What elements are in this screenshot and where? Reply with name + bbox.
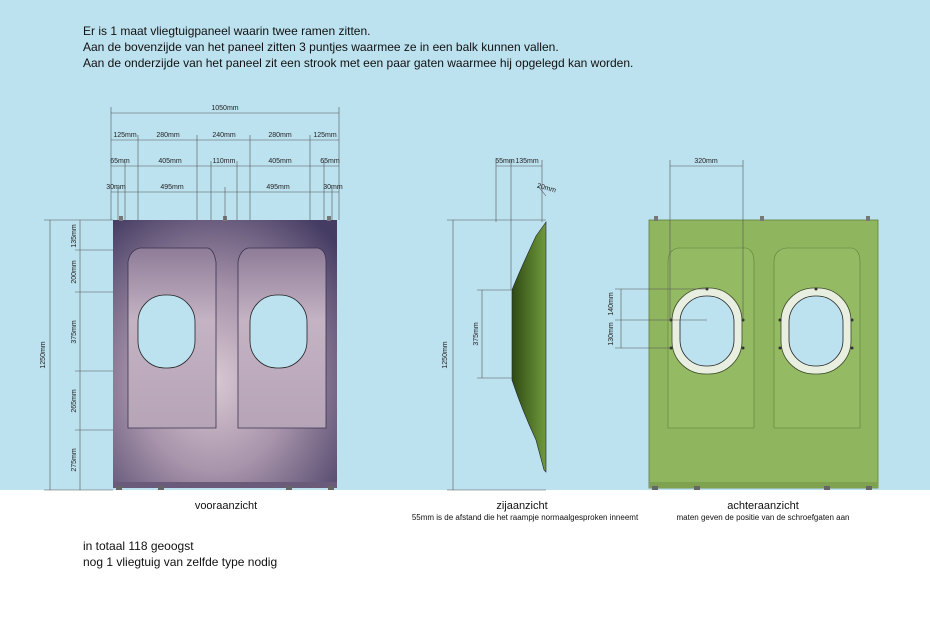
back-window-right — [788, 295, 844, 367]
back-view-subcaption: maten geven de positie van de schroefgat… — [676, 513, 850, 522]
dim-vertical: 375mm — [71, 320, 78, 344]
back-view-caption: achteraanzicht — [727, 500, 799, 512]
back-top-tab — [654, 216, 658, 221]
dim-row2: 405mm — [158, 158, 182, 165]
dim-row3: 30mm — [323, 184, 343, 191]
front-bottom-tab — [286, 486, 292, 490]
dim-height: 1250mm — [40, 341, 47, 368]
dim-back-upper: 140mm — [608, 292, 615, 316]
dim-vertical: 200mm — [71, 260, 78, 284]
back-top-tab — [866, 216, 870, 221]
back-top-tab — [760, 216, 764, 221]
dim-row1: 280mm — [268, 132, 292, 139]
side-dimension-labels: 55mm 135mm 20mm 1250mm 375mm — [442, 158, 557, 369]
side-view-caption: zijaanzicht — [496, 500, 548, 512]
intro-line-3: Aan de onderzijde van het paneel zit een… — [83, 56, 634, 70]
back-bottom-tab — [694, 486, 700, 490]
dim-vertical: 265mm — [71, 389, 78, 413]
dim-row1: 240mm — [212, 132, 236, 139]
front-window-left — [137, 294, 196, 369]
dim-row2: 405mm — [268, 158, 292, 165]
dim-side-height: 1250mm — [442, 341, 449, 368]
dim-back-lower: 130mm — [608, 322, 615, 346]
front-bottom-tab — [328, 486, 334, 490]
dim-row2: 65mm — [110, 158, 130, 165]
side-profile — [511, 221, 547, 473]
dim-row3: 495mm — [266, 184, 290, 191]
front-window-right — [249, 294, 308, 369]
footer-line-2: nog 1 vliegtuig van zelfde type nodig — [83, 555, 278, 569]
intro-line-1: Er is 1 maat vliegtuigpaneel waarin twee… — [83, 24, 371, 38]
intro-line-2: Aan de bovenzijde van het paneel zitten … — [83, 40, 559, 54]
footer-line-1: in totaal 118 geoogst — [83, 539, 194, 553]
dim-row3: 30mm — [106, 184, 126, 191]
back-bottom-tab — [652, 486, 658, 490]
front-bottom-strip — [113, 482, 337, 488]
dim-row3: 495mm — [160, 184, 184, 191]
front-bottom-tab — [158, 486, 164, 490]
side-view-subcaption: 55mm is de afstand die het raampje norma… — [411, 513, 639, 522]
front-bottom-tab — [116, 486, 122, 490]
dim-side-depth-b: 135mm — [515, 158, 539, 165]
dim-vertical: 275mm — [71, 448, 78, 472]
dim-vertical: 135mm — [71, 224, 78, 248]
side-view: 55mm 135mm 20mm 1250mm 375mm — [442, 158, 557, 491]
dim-row1: 125mm — [113, 132, 137, 139]
front-dimension-labels: 1050mm 125mm 280mm 240mm 280mm 125mm 65m… — [40, 105, 343, 472]
back-view: 320mm 140mm 130mm — [608, 158, 879, 490]
back-dimension-lines — [615, 160, 744, 349]
back-bottom-tab — [824, 486, 830, 490]
front-view: 1050mm 125mm 280mm 240mm 280mm 125mm 65m… — [40, 105, 343, 491]
back-dimension-labels: 320mm 140mm 130mm — [608, 158, 718, 346]
back-bottom-strip — [649, 482, 878, 488]
dim-row1: 125mm — [313, 132, 337, 139]
front-view-caption: vooraanzicht — [194, 500, 258, 512]
front-top-tab — [327, 216, 331, 221]
dim-overall-width: 1050mm — [211, 105, 238, 112]
front-dimension-lines — [44, 107, 340, 491]
dim-side-tip: 20mm — [536, 183, 557, 195]
dim-side-depth-a: 55mm — [495, 158, 515, 165]
front-top-tab — [119, 216, 123, 221]
dim-row2: 65mm — [320, 158, 340, 165]
back-window-left — [679, 295, 735, 367]
dim-side-window: 375mm — [473, 322, 480, 346]
dim-back-width: 320mm — [694, 158, 718, 165]
back-bottom-tab — [866, 486, 872, 490]
dim-row2: 110mm — [213, 158, 236, 165]
side-dimension-lines — [447, 160, 547, 491]
dim-row1: 280mm — [156, 132, 180, 139]
